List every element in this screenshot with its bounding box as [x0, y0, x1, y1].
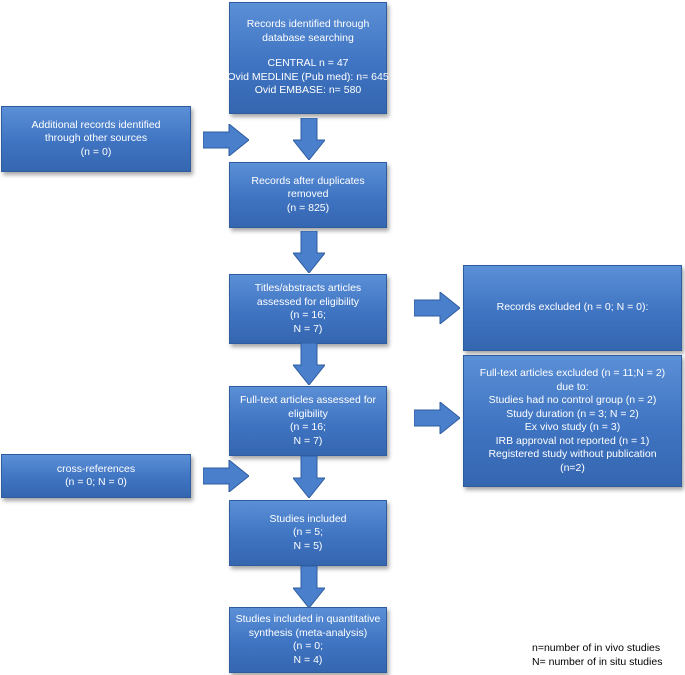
fulltext-excluded-box: Full-text articles excluded (n = 11;N = … — [463, 355, 682, 487]
titles-abstracts-box: Titles/abstracts articles assessed for e… — [229, 274, 387, 344]
box-text: Studies included in quantitative — [235, 613, 381, 625]
box-text: assessed for eligibility — [256, 295, 360, 308]
right-arrow-icon — [414, 402, 460, 434]
records-excluded-box: Records excluded (n = 0; N = 0): — [463, 265, 682, 351]
legend-line: n=number of in vivo studies — [532, 642, 661, 654]
studies-included-box: Studies included (n = 5; N = 5) — [229, 500, 387, 566]
additional-records-box: Additional records identified through ot… — [1, 106, 191, 172]
box-text: N = 5) — [293, 539, 323, 552]
down-arrow-icon — [293, 118, 325, 160]
box-text: Ovid MEDLINE (Pub med): n= 645 — [227, 70, 389, 83]
legend-line: N= number of in situ studies — [532, 656, 663, 668]
box-text: Full-text articles assessed for — [240, 394, 376, 406]
quantitative-synthesis-box: Studies included in quantitative synthes… — [229, 607, 387, 673]
box-text: (n=2) — [560, 461, 585, 474]
box-text: eligibility — [288, 407, 328, 420]
down-arrow-icon — [293, 231, 325, 273]
box-text: (n = 16; — [290, 421, 326, 433]
box-text: due to: — [556, 380, 589, 393]
records-identified-box: Records identified through database sear… — [227, 2, 389, 114]
box-text: Full-text articles excluded (n = 11;N = … — [479, 367, 666, 379]
box-text: (n = 0) — [80, 145, 112, 158]
fulltext-assessed-box: Full-text articles assessed for eligibil… — [229, 386, 387, 456]
box-text: CENTRAL n = 47 — [267, 57, 349, 70]
box-text: Records after duplicates — [251, 174, 365, 187]
box-text: cross-references — [56, 462, 136, 475]
box-text: N = 7) — [293, 434, 323, 447]
box-text: database searching — [262, 31, 354, 44]
right-arrow-icon — [203, 460, 249, 492]
box-text: removed — [287, 188, 329, 201]
box-text: synthesis (meta-analysis) — [248, 626, 368, 639]
box-text: Ex vivo study (n = 3) — [524, 421, 621, 433]
box-text: (n = 16; — [290, 309, 326, 321]
box-text: Studies had no control group (n = 2) — [488, 394, 657, 406]
down-arrow-icon — [293, 456, 325, 498]
cross-references-box: cross-references (n = 0; N = 0) — [1, 454, 191, 498]
box-text: (n = 0; — [292, 640, 324, 652]
box-text: Titles/abstracts articles — [254, 282, 362, 294]
box-text: through other sources — [44, 132, 148, 145]
box-text: Records excluded (n = 0; N = 0): — [496, 301, 649, 314]
box-text: Ovid EMBASE: n= 580 — [254, 84, 362, 97]
box-text: N = 7) — [293, 322, 323, 335]
right-arrow-icon — [414, 292, 460, 324]
down-arrow-icon — [293, 566, 325, 608]
box-text: (n = 825) — [286, 201, 330, 214]
box-text: N = 4) — [293, 653, 323, 666]
box-text: Studies included — [269, 512, 347, 525]
box-text: IRB approval not reported (n = 1) — [495, 434, 650, 447]
box-text: Records identified through — [246, 18, 370, 31]
box-text: Study duration (n = 3; N = 2) — [506, 407, 639, 420]
right-arrow-icon — [203, 124, 249, 156]
after-duplicates-box: Records after duplicates removed (n = 82… — [229, 162, 387, 228]
box-text: (n = 5; — [292, 526, 324, 539]
down-arrow-icon — [293, 343, 325, 385]
box-text: (n = 0; N = 0) — [65, 476, 127, 488]
box-text: Registered study without publication — [488, 448, 657, 460]
box-text: Additional records identified — [31, 118, 161, 131]
legend: n=number of in vivo studies N= number of… — [532, 641, 662, 669]
